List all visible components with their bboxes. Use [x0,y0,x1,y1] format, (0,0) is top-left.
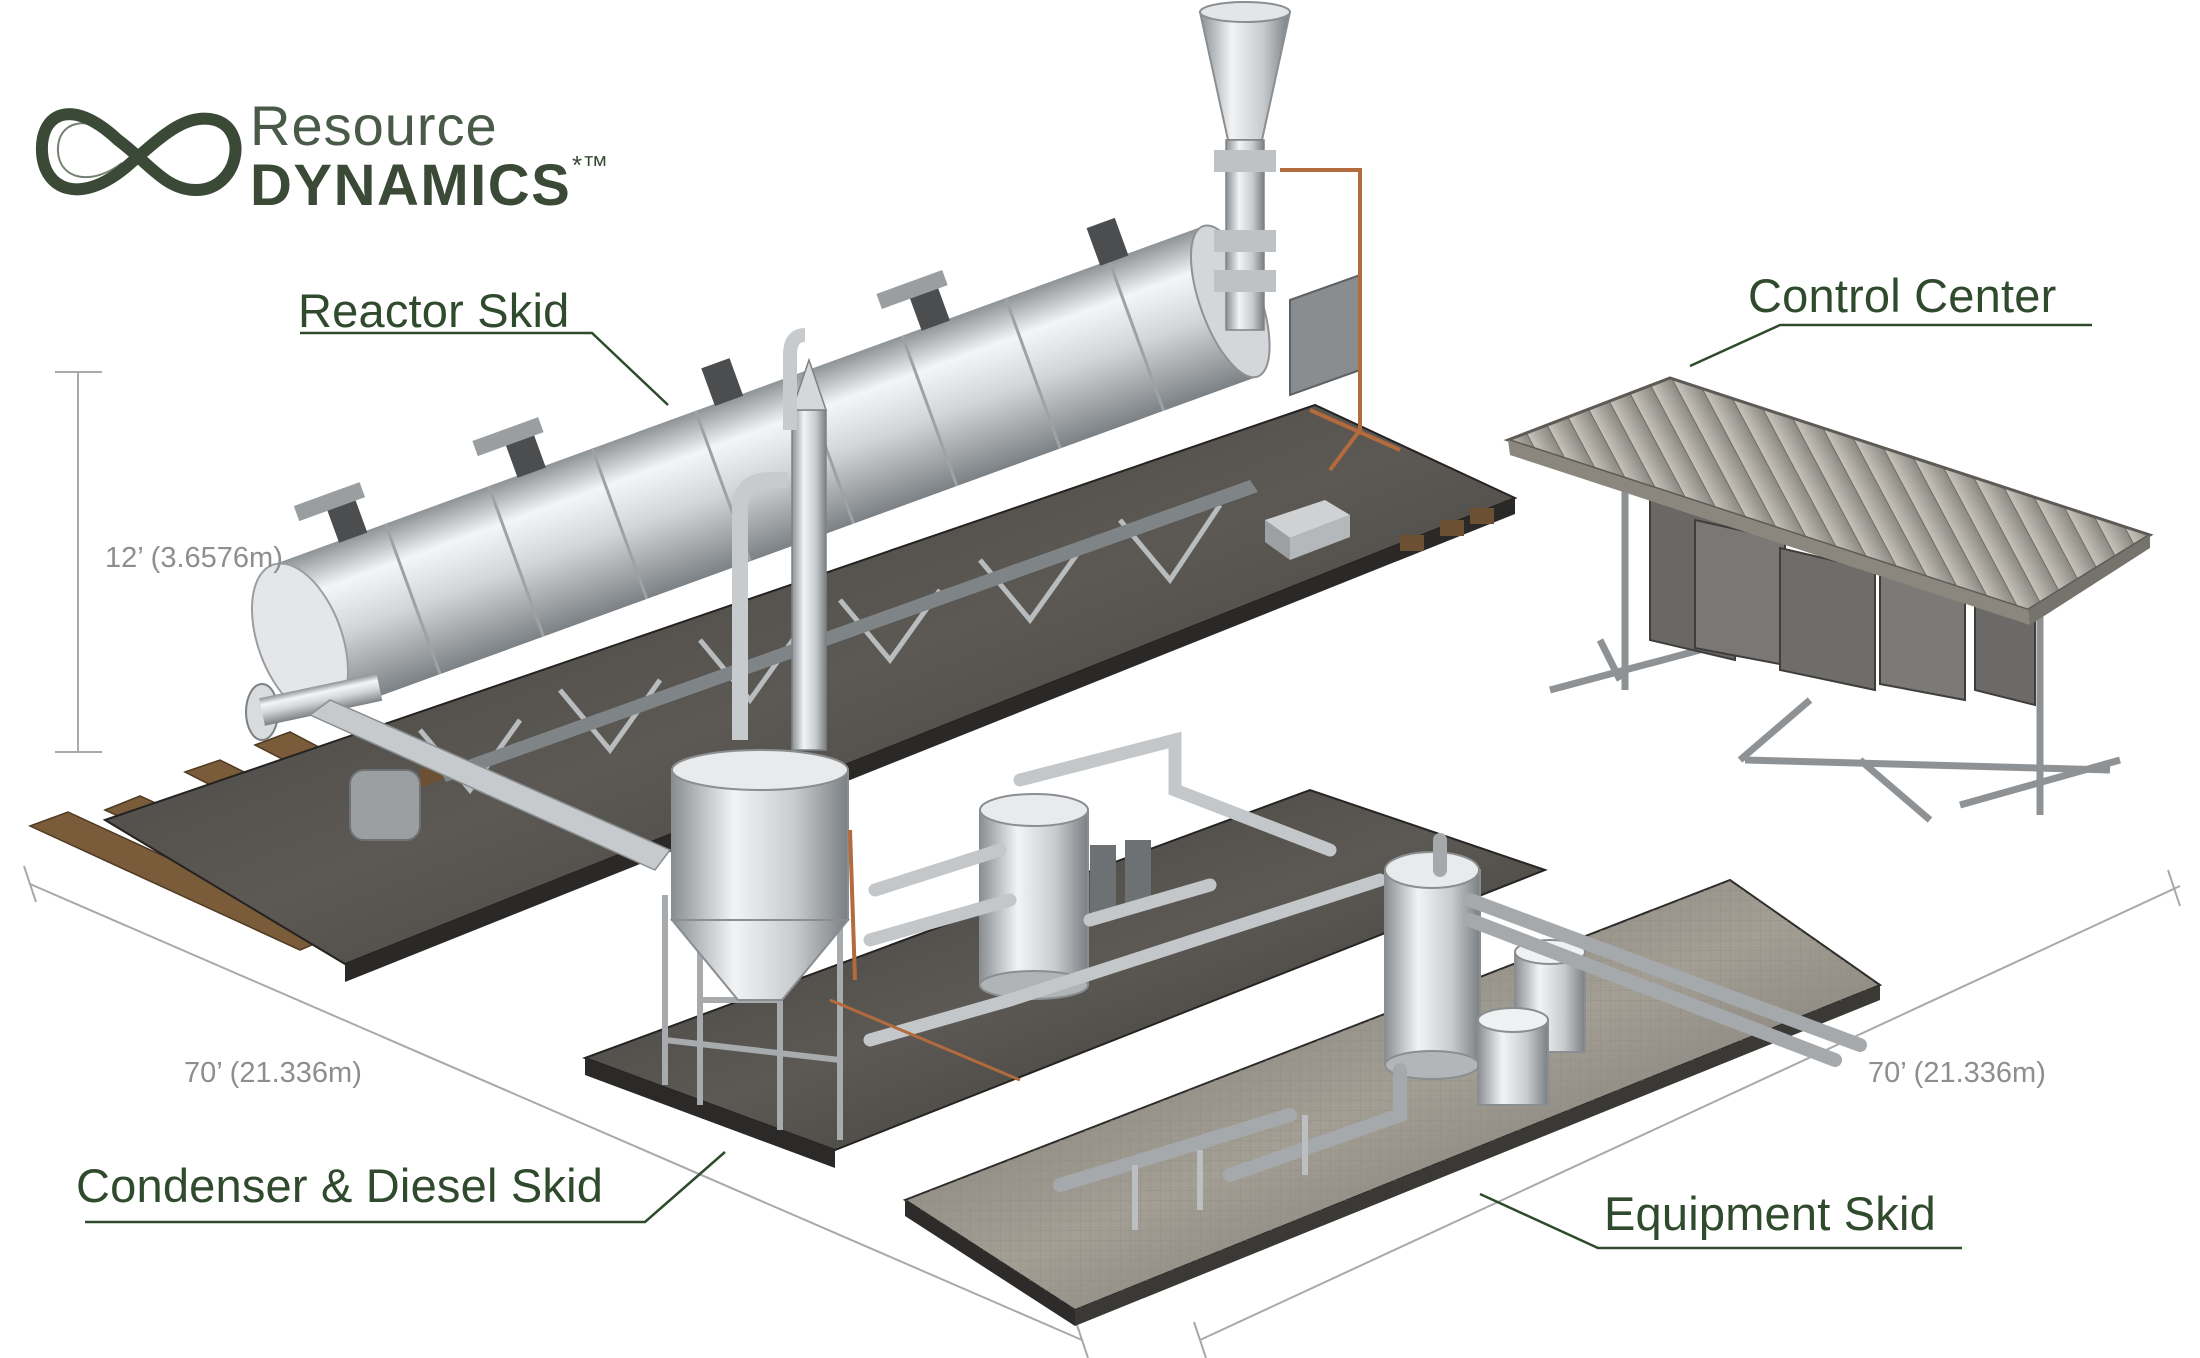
dimension-lines [23,371,2181,1358]
logo-symbol [35,108,242,197]
control-center [1503,376,2154,823]
leader-lines [85,323,2092,1250]
equipment-skid [902,833,1883,1326]
condenser-diesel-skid [582,731,1548,1168]
logo-wordmark-top: Resource [250,94,498,157]
dimension-length-right: 70’ (21.336m) [1868,1057,2046,1089]
label-control-center: Control Center [1748,269,2057,322]
logo-wordmark-bottom: DYNAMICS [250,153,572,218]
label-reactor-skid: Reactor Skid [298,284,570,337]
dimension-length-left: 70’ (21.336m) [184,1057,362,1089]
logo-trademark: *™ [572,150,609,180]
label-condenser-diesel-skid: Condenser & Diesel Skid [76,1159,604,1212]
label-equipment-skid: Equipment Skid [1604,1187,1936,1240]
reactor-skid [28,1,1518,982]
dimension-height: 12’ (3.6576m) [105,542,283,574]
